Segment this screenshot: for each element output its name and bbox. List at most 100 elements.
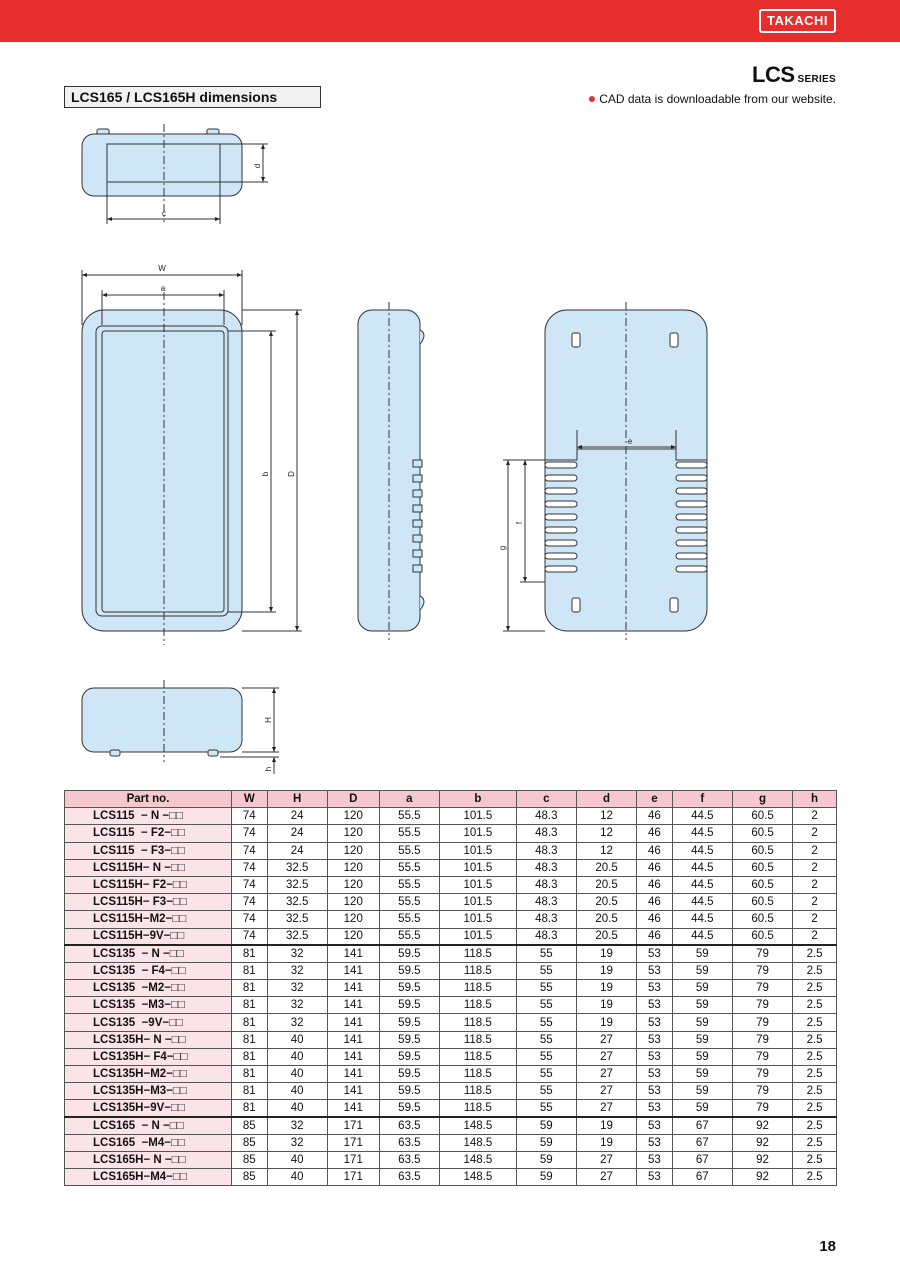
dimension-cell: 101.5	[438, 910, 517, 929]
dimension-cell: 141	[326, 1064, 380, 1084]
dimension-cell: 79	[731, 944, 794, 963]
part-number-cell: LCS135 −9V−□□	[64, 1013, 232, 1032]
dimension-cell: 40	[266, 1064, 328, 1084]
dimension-cell: 24	[266, 807, 328, 826]
dimension-cell: 55.5	[378, 858, 440, 877]
series-suffix: SERIES	[797, 74, 836, 85]
dimension-cell: 118.5	[438, 1013, 517, 1032]
dimension-cell: 148.5	[438, 1168, 517, 1187]
dimension-cell: 32.5	[266, 893, 328, 912]
dimension-cell: 148.5	[438, 1133, 517, 1152]
dimension-cell: 55	[515, 1047, 577, 1067]
dimension-cell: 59	[515, 1150, 577, 1170]
dimension-cell: 81	[231, 1082, 268, 1101]
dimension-cell: 2	[792, 841, 837, 860]
dimension-cell: 53	[636, 1116, 673, 1135]
dimension-cell: 32	[266, 996, 328, 1015]
dimensions-table: Part no. W H D a b c d e f g h LCS115 − …	[64, 789, 837, 1187]
dimension-cell: 53	[636, 1013, 673, 1032]
part-number-cell: LCS135H−M2−□□	[64, 1064, 232, 1084]
dimension-cell: 48.3	[515, 875, 577, 895]
dimension-cell: 19	[575, 1013, 638, 1032]
dim-label-a: a	[161, 284, 166, 293]
dimension-cell: 2.5	[792, 1168, 837, 1187]
dimension-cell: 32.5	[266, 927, 328, 946]
dimension-cell: 12	[575, 824, 638, 843]
dimension-cell: 53	[636, 1047, 673, 1067]
dimension-cell: 67	[671, 1168, 733, 1187]
dimension-cell: 46	[636, 927, 673, 946]
part-number-cell: LCS115H− F3−□□	[64, 893, 232, 912]
dimension-cell: 59	[671, 1064, 733, 1084]
dimension-cell: 20.5	[575, 910, 638, 929]
dimension-cell: 44.5	[671, 927, 733, 946]
dimension-cell: 92	[731, 1168, 794, 1187]
dimension-cell: 40	[266, 1168, 328, 1187]
dimension-cell: 79	[731, 1013, 794, 1032]
page-number: 18	[819, 1238, 836, 1255]
dimension-cell: 48.3	[515, 910, 577, 929]
dimension-cell: 53	[636, 1030, 673, 1049]
dimension-cell: 81	[231, 1030, 268, 1049]
dimension-cell: 120	[326, 910, 380, 929]
dimension-cell: 2.5	[792, 1064, 837, 1084]
dimension-cell: 60.5	[731, 927, 794, 946]
dimension-cell: 141	[326, 1099, 380, 1118]
dimension-cell: 53	[636, 996, 673, 1015]
dimension-cell: 32	[266, 1116, 328, 1135]
dimension-cell: 59.5	[378, 1030, 440, 1049]
dimension-cell: 74	[231, 893, 268, 912]
dimension-cell: 81	[231, 1047, 268, 1067]
dimension-cell: 55	[515, 944, 577, 963]
dimension-cell: 2.5	[792, 1133, 837, 1152]
dimension-cell: 118.5	[438, 1099, 517, 1118]
dimension-cell: 2	[792, 875, 837, 895]
column-header: H	[266, 789, 328, 809]
side-view	[357, 302, 425, 640]
dimension-cell: 171	[326, 1150, 380, 1170]
dimension-cell: 2.5	[792, 961, 837, 981]
dimension-cell: 40	[266, 1030, 328, 1049]
dimension-cell: 59.5	[378, 961, 440, 981]
dimension-cell: 120	[326, 807, 380, 826]
dimension-cell: 60.5	[731, 875, 794, 895]
dim-label-c: c	[162, 209, 166, 218]
part-number-cell: LCS135H− F4−□□	[64, 1047, 232, 1067]
front-view	[81, 270, 302, 645]
dimension-cell: 2	[792, 927, 837, 946]
dim-label-H: H	[264, 717, 273, 723]
dimension-cell: 55.5	[378, 824, 440, 843]
dimension-cell: 120	[326, 858, 380, 877]
dimension-cell: 20.5	[575, 858, 638, 877]
dimension-cell: 81	[231, 961, 268, 981]
dimension-cell: 12	[575, 807, 638, 826]
dimension-cell: 118.5	[438, 944, 517, 963]
dimension-cell: 55	[515, 1082, 577, 1101]
dimension-cell: 53	[636, 1168, 673, 1187]
dimension-cell: 48.3	[515, 858, 577, 877]
dimension-cell: 101.5	[438, 875, 517, 895]
dimension-cell: 141	[326, 1082, 380, 1101]
dimension-cell: 2.5	[792, 1099, 837, 1118]
dimension-cell: 55.5	[378, 841, 440, 860]
column-header: W	[231, 789, 268, 809]
part-number-cell: LCS135 −M2−□□	[64, 979, 232, 998]
dimension-cell: 60.5	[731, 807, 794, 826]
dimension-cell: 2	[792, 893, 837, 912]
dimension-cell: 53	[636, 1099, 673, 1118]
dimension-cell: 55	[515, 961, 577, 981]
dimension-cell: 74	[231, 910, 268, 929]
dimension-cell: 92	[731, 1150, 794, 1170]
section-title: LCS165 / LCS165H dimensions	[64, 86, 321, 108]
dimension-cell: 141	[326, 996, 380, 1015]
dimension-cell: 81	[231, 1013, 268, 1032]
dimension-cell: 24	[266, 824, 328, 843]
part-number-cell: LCS115H− N −□□	[64, 858, 232, 877]
dimension-cell: 48.3	[515, 927, 577, 946]
dimension-cell: 46	[636, 841, 673, 860]
dimension-cell: 19	[575, 961, 638, 981]
dimension-cell: 2	[792, 824, 837, 843]
